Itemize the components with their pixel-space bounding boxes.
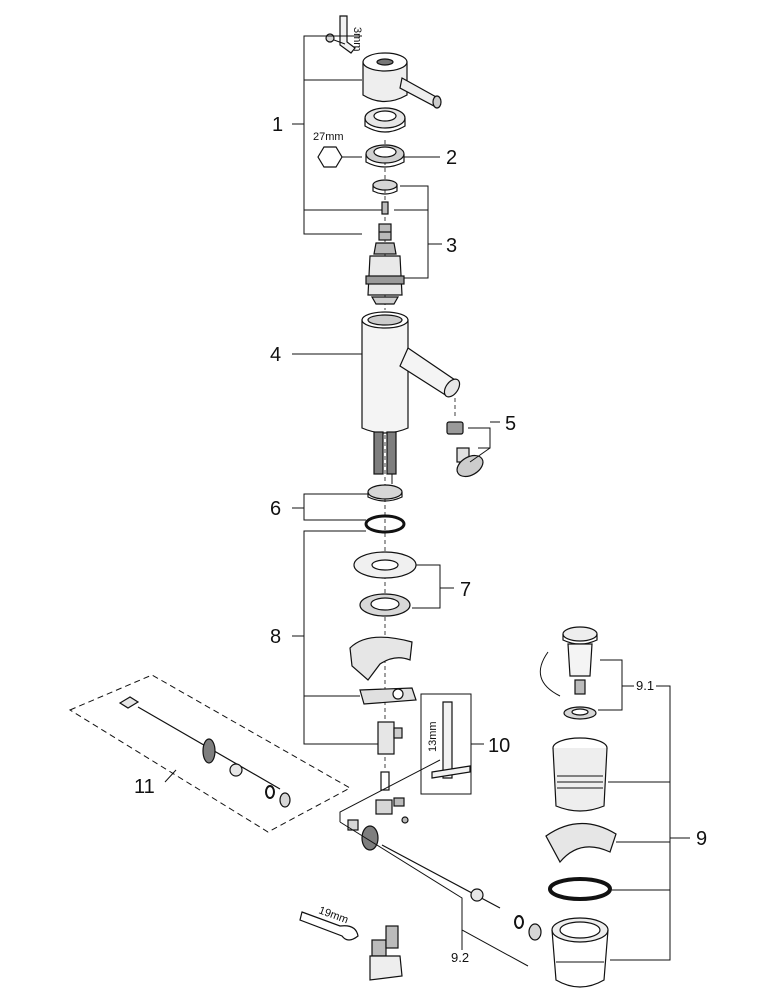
waste-gasket (545, 822, 617, 864)
nut (365, 144, 405, 168)
cartridge (365, 242, 405, 305)
lever-handle (362, 52, 442, 109)
callout-7: 7 (460, 579, 471, 601)
threaded-bolt (377, 721, 403, 791)
key-13mm-size-label: 13mm (427, 721, 439, 752)
callout-9-2: 9.2 (451, 950, 469, 965)
hex-nut-icon: 27mm (313, 131, 362, 168)
callout-6: 6 (270, 498, 281, 520)
callout-9: 9 (696, 828, 707, 850)
hex-nut-size-label: 27mm (313, 131, 344, 143)
fixing-ring (367, 484, 403, 502)
faucet-body (352, 311, 461, 484)
callout-2: 2 (446, 147, 457, 169)
stopper (539, 626, 598, 697)
hex-key-icon: 3mm (339, 15, 363, 54)
fixing-bracket (359, 687, 417, 705)
callout-1: 1 (272, 114, 283, 136)
o-ring (364, 514, 406, 534)
callout-3: 3 (446, 235, 457, 257)
waste-o-ring (548, 877, 612, 901)
waste-nut (551, 917, 609, 988)
callout-5: 5 (505, 413, 516, 435)
adapter (378, 223, 392, 241)
key-13mm-box: 13mm (420, 693, 472, 795)
callout-8: 8 (270, 626, 281, 648)
wrench-icon: 19mm (299, 905, 359, 941)
callout-4: 4 (270, 344, 281, 366)
callout-11: 11 (134, 776, 155, 798)
hex-key-size-label: 3mm (351, 27, 363, 51)
waste-body (552, 737, 608, 812)
washer (353, 551, 417, 579)
small-screw (381, 201, 389, 215)
aerator-key (456, 447, 484, 478)
callout-labels: 1 2 3 4 5 6 7 8 10 11 9.1 9 9.2 (134, 114, 707, 965)
aerator (446, 398, 464, 435)
fixing-plate (349, 636, 413, 681)
support-ring (359, 593, 411, 617)
callout-9-1: 9.1 (636, 678, 654, 693)
leader-lines (164, 35, 690, 967)
optional-rod-box (68, 674, 352, 833)
pull-rod-assembly (347, 797, 542, 941)
angle-valves (369, 925, 403, 981)
cap-ring (364, 107, 406, 133)
stopper-washer (563, 706, 597, 720)
callout-10: 10 (488, 735, 510, 757)
adapter-ring (372, 179, 398, 195)
